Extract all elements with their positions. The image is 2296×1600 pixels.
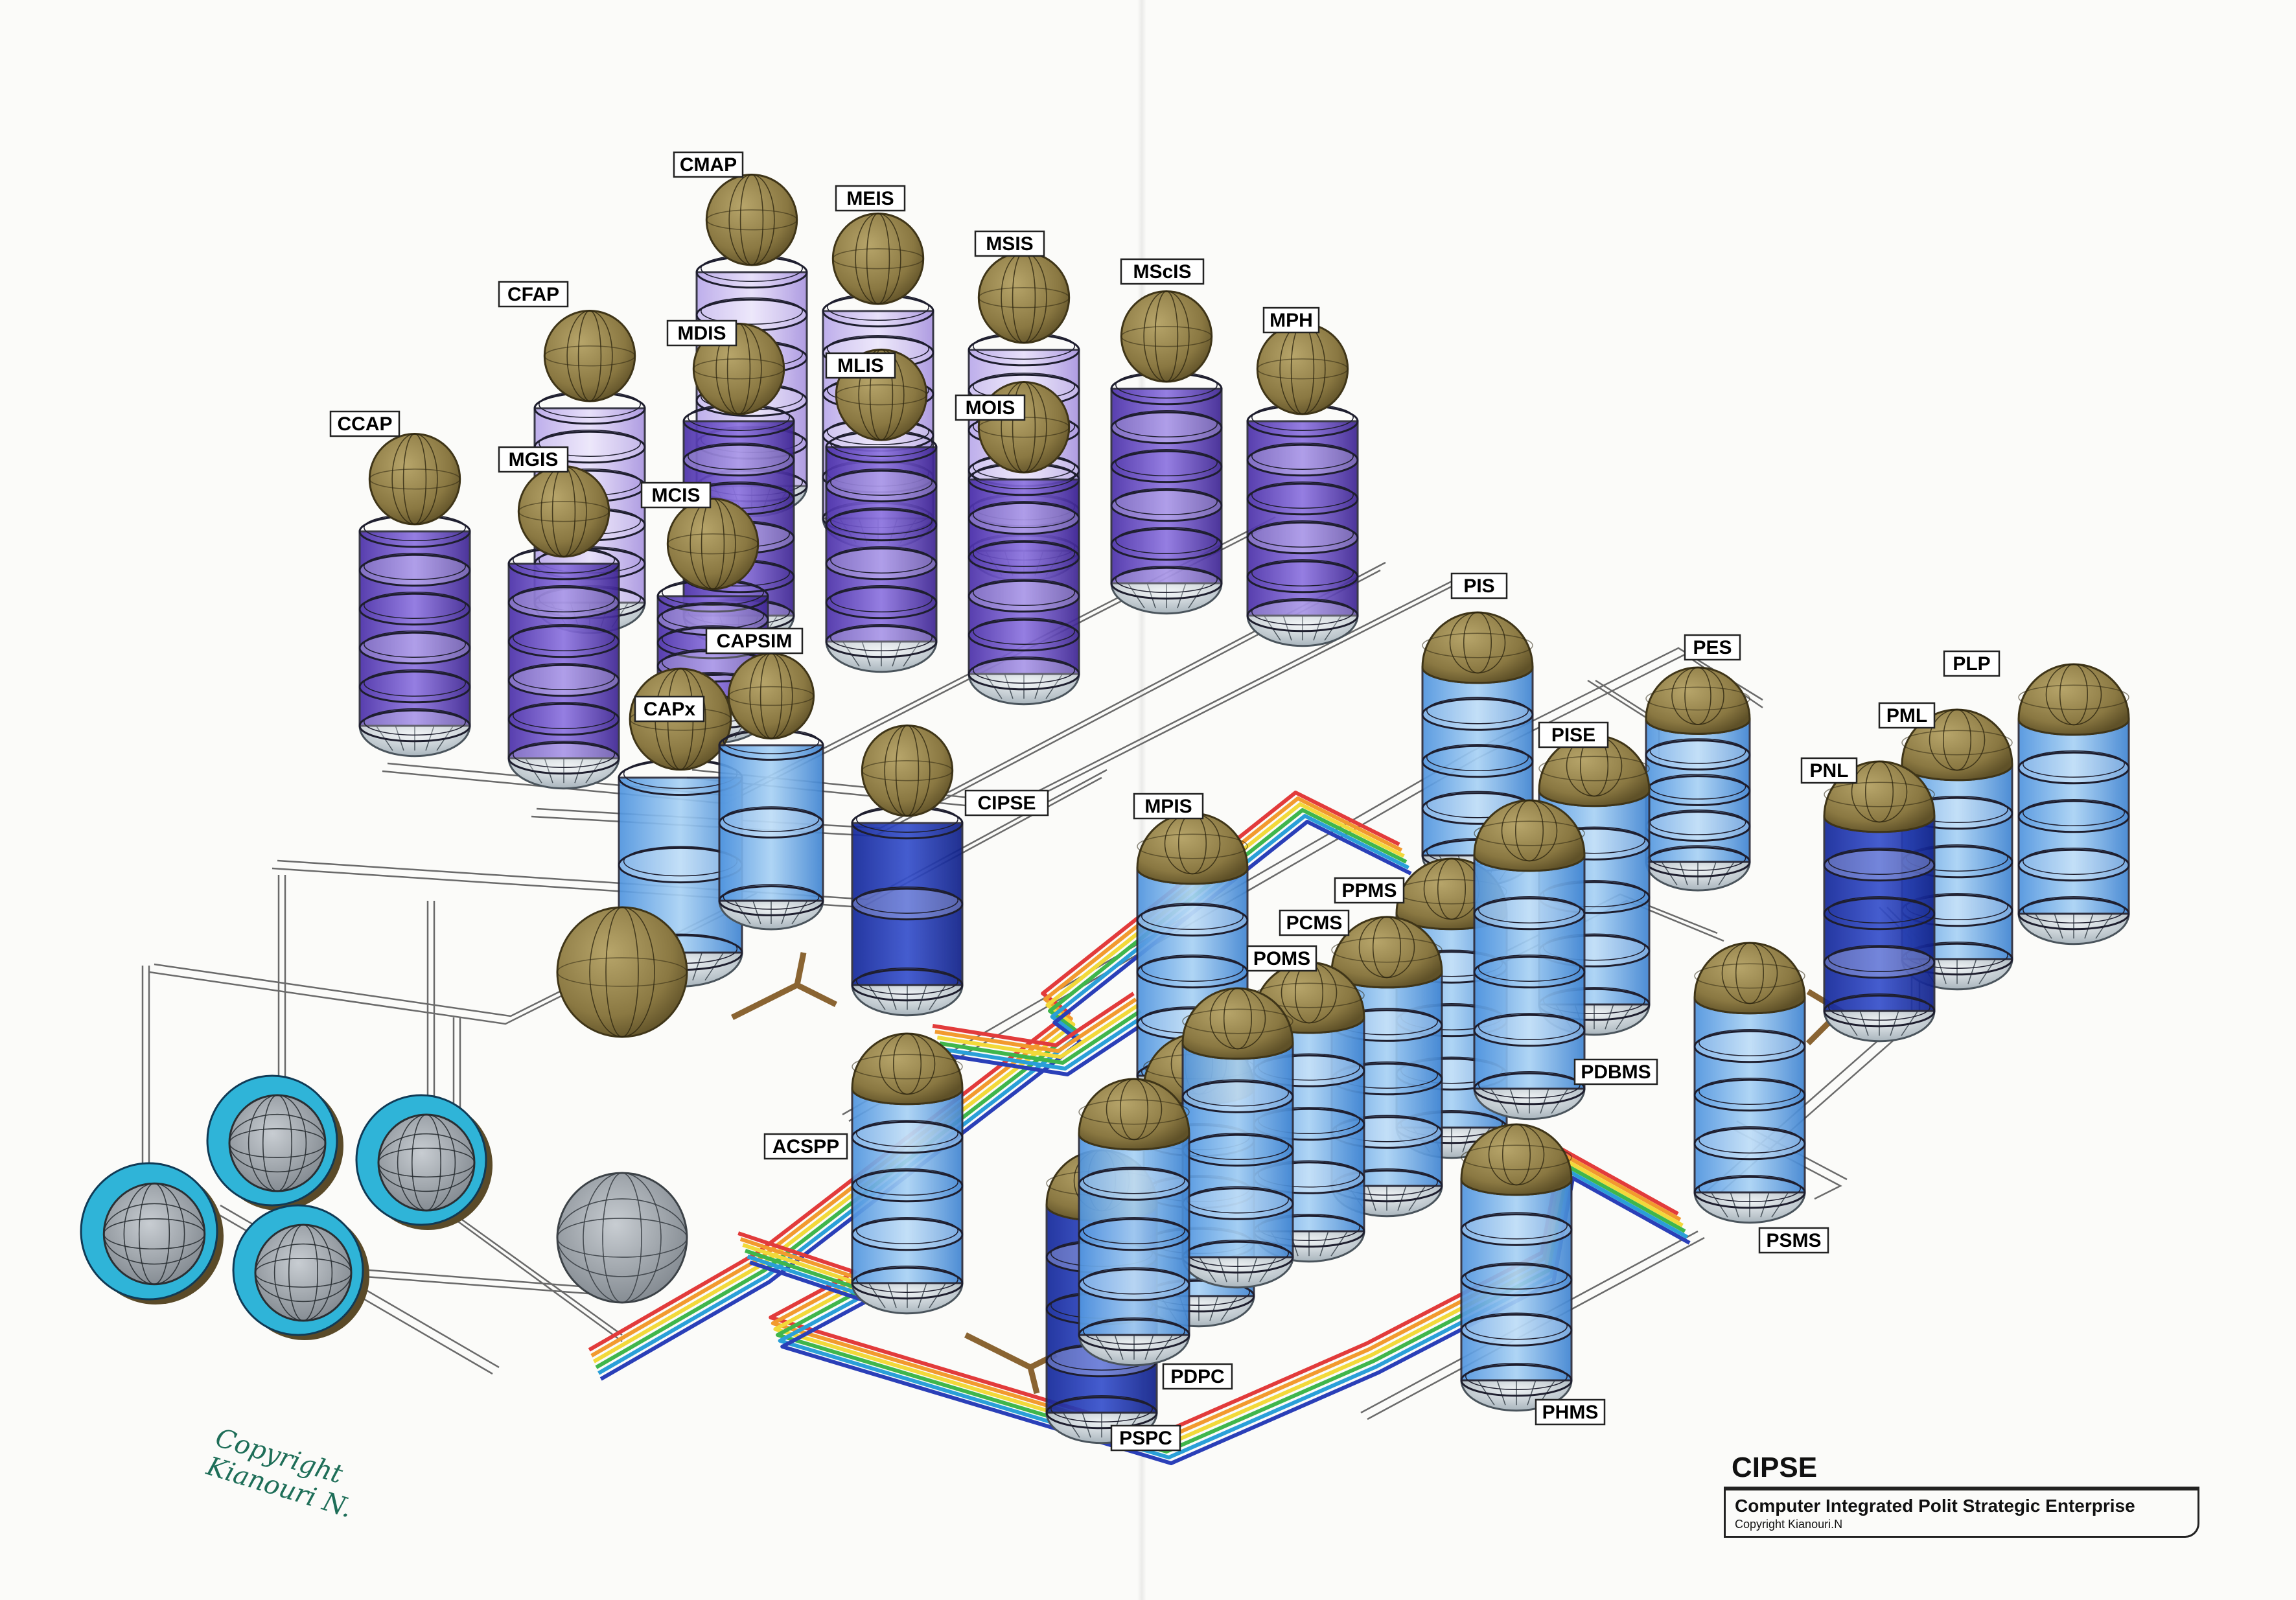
label-msis: MSIS (974, 230, 1045, 257)
title-block-copyright: Copyright Kianouri.N (1735, 1518, 1843, 1531)
label-mph: MPH (1262, 307, 1320, 334)
pod-mlis (825, 349, 938, 673)
pod-pnl (1823, 760, 1936, 1043)
label-text-meis: MEIS (846, 188, 894, 209)
label-text-mph: MPH (1270, 310, 1313, 331)
label-mgis: MGIS (498, 446, 569, 473)
label-text-poms: POMS (1253, 948, 1310, 969)
cyan-ring-sphere (355, 1094, 493, 1230)
pod-plp (2017, 663, 2130, 945)
label-text-pml: PML (1886, 705, 1927, 726)
pod-capsim (718, 652, 824, 931)
label-pml: PML (1878, 702, 1936, 729)
label-mcis: MCIS (640, 481, 712, 509)
node-labels: CMAP MEIS MSIS MScIS MPH CFAP MDIS MLIS MOIS CCAP… (329, 151, 2000, 1452)
pod-mois (968, 381, 1080, 706)
pod-pis (1421, 611, 1534, 887)
pod-extra2 (1078, 1078, 1190, 1367)
pod-acspp (851, 1032, 964, 1315)
cyan-ring-sphere (206, 1074, 343, 1211)
label-plp: PLP (1943, 650, 2000, 677)
loose-domes (556, 906, 688, 1038)
pod-pes (1645, 666, 1751, 892)
pod-phms (1460, 1123, 1573, 1412)
sphere-cluster (80, 1074, 688, 1340)
pod-extra1 (1181, 987, 1294, 1289)
pod-mph (1246, 323, 1359, 647)
label-text-acspp: ACSPP (772, 1136, 839, 1157)
label-text-pes: PES (1693, 637, 1732, 658)
label-psms: PSMS (1758, 1227, 1829, 1254)
pod-mscis (1110, 290, 1223, 615)
label-text-pis: PIS (1463, 575, 1494, 597)
label-pes: PES (1684, 634, 1741, 661)
label-text-ppms: PPMS (1341, 880, 1397, 901)
label-pdpc: PDPC (1162, 1363, 1233, 1390)
pod-ccap (358, 433, 471, 758)
label-pcms: PCMS (1279, 909, 1350, 936)
pod-mgis (507, 465, 620, 790)
label-text-msis: MSIS (986, 233, 1033, 255)
label-text-pspc: PSPC (1119, 1428, 1172, 1449)
label-capsim: CAPSIM (705, 627, 804, 655)
title-block: CIPSE Computer Integrated Polit Strategi… (1724, 1452, 2203, 1538)
label-text-mpis: MPIS (1144, 796, 1192, 817)
label-mdis: MDIS (666, 319, 737, 347)
label-pis: PIS (1450, 572, 1508, 599)
cyan-ring-sphere (232, 1204, 369, 1340)
label-text-phms: PHMS (1542, 1402, 1599, 1423)
label-poms: POMS (1246, 945, 1317, 972)
pods (358, 174, 2130, 1444)
label-text-cfap: CFAP (507, 284, 559, 305)
label-ppms: PPMS (1334, 877, 1405, 904)
label-cfap: CFAP (498, 281, 569, 308)
handwritten-copyright: Copyright Kianouri N. (203, 1423, 356, 1524)
label-mscis: MScIS (1120, 258, 1205, 285)
label-text-cmap: CMAP (680, 154, 737, 176)
label-text-pcms: PCMS (1286, 912, 1343, 934)
label-text-pdpc: PDPC (1170, 1366, 1224, 1387)
label-text-pise: PISE (1551, 725, 1595, 746)
label-text-pnl: PNL (1810, 760, 1849, 782)
label-text-mcis: MCIS (652, 485, 701, 506)
label-pspc: PSPC (1110, 1424, 1181, 1452)
label-cmap: CMAP (673, 151, 744, 178)
label-capx: CAPx (634, 695, 705, 723)
label-text-psms: PSMS (1766, 1230, 1821, 1251)
label-text-capx: CAPx (644, 699, 695, 720)
pod-psms (1693, 942, 1806, 1224)
label-pnl: PNL (1800, 757, 1858, 784)
label-meis: MEIS (835, 185, 906, 212)
pod-cipse (851, 725, 964, 1017)
label-text-plp: PLP (1953, 653, 1990, 675)
label-mois: MOIS (955, 394, 1026, 421)
pod-pdbms (1473, 799, 1586, 1120)
label-text-capsim: CAPSIM (717, 631, 793, 652)
label-text-mgis: MGIS (509, 449, 559, 470)
label-text-mlis: MLIS (837, 355, 884, 377)
label-ccap: CCAP (329, 410, 400, 437)
title-block-subtitle: Computer Integrated Polit Strategic Ente… (1735, 1496, 2135, 1516)
label-text-cipse: CIPSE (977, 793, 1036, 814)
title-block-frame: Computer Integrated Polit Strategic Ente… (1724, 1487, 2199, 1538)
label-mlis: MLIS (825, 352, 896, 379)
label-text-mois: MOIS (966, 397, 1015, 419)
label-text-ccap: CCAP (337, 413, 392, 435)
label-text-mdis: MDIS (678, 323, 726, 344)
label-text-pdbms: PDBMS (1581, 1061, 1651, 1083)
label-pdbms: PDBMS (1573, 1058, 1658, 1085)
label-text-mscis: MScIS (1133, 261, 1191, 283)
label-cipse: CIPSE (964, 789, 1049, 817)
label-mpis: MPIS (1133, 793, 1204, 820)
grey-sphere (556, 1172, 688, 1304)
label-acspp: ACSPP (763, 1133, 848, 1160)
title-block-title: CIPSE (1732, 1452, 1818, 1483)
cyan-ring-sphere (80, 1162, 224, 1304)
label-pise: PISE (1538, 721, 1609, 748)
label-phms: PHMS (1535, 1398, 1606, 1426)
